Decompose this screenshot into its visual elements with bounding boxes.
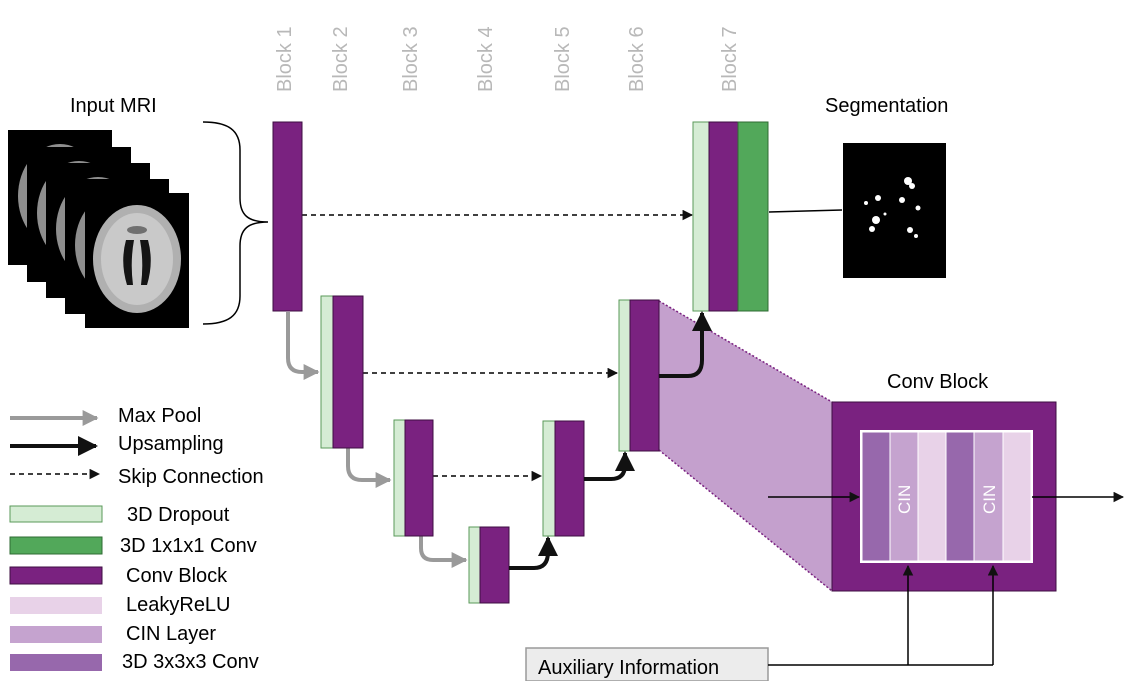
block-label-3: Block 3 <box>400 26 422 92</box>
conv-block <box>332 295 364 449</box>
legend-label: Upsampling <box>118 433 224 455</box>
dropout-layer <box>692 121 710 312</box>
conv1x1-layer <box>737 121 769 312</box>
conv-block-title: Conv Block <box>887 371 989 393</box>
conv-block <box>708 121 739 312</box>
legend-swatch-dropout <box>9 505 103 523</box>
legend-label: CIN Layer <box>126 623 216 645</box>
block-2 <box>320 295 364 449</box>
conv3x3-layer <box>945 431 975 562</box>
block-label-7: Block 7 <box>719 26 741 92</box>
segmentation-label: Segmentation <box>825 95 948 117</box>
legend-label: Skip Connection <box>118 466 264 488</box>
conv3x3-layer <box>861 431 891 562</box>
cin-label: CIN <box>980 485 999 514</box>
legend-label: LeakyReLU <box>126 594 231 616</box>
legend-swatch-conv3x3 <box>10 654 102 671</box>
block-3 <box>393 419 434 537</box>
legend-swatch-leaky-relu <box>10 597 102 614</box>
legend-label: 3D 3x3x3 Conv <box>122 651 259 673</box>
dropout-layer <box>393 419 406 537</box>
dropout-layer <box>618 299 631 452</box>
block-5 <box>542 420 585 537</box>
auxiliary-label: Auxiliary Information <box>538 657 719 679</box>
block-7 <box>692 121 769 312</box>
conv-block <box>629 299 660 452</box>
block-6 <box>618 299 660 452</box>
legend-label: 3D 1x1x1 Conv <box>120 535 257 557</box>
maxpool-arrows <box>286 312 468 568</box>
block-label-5: Block 5 <box>552 26 574 92</box>
cin-label: CIN <box>895 485 914 514</box>
legend-swatch-cin <box>10 626 102 643</box>
leaky-relu-layer <box>1002 431 1032 562</box>
conv-block-expansion <box>659 301 832 591</box>
legend-swatch-conv-block <box>9 566 103 585</box>
auxiliary-information: Auxiliary Information <box>525 647 769 681</box>
input-brace <box>202 121 269 325</box>
dropout-layer <box>542 420 556 537</box>
conv-block-detail: CIN CIN <box>831 401 1057 592</box>
conv-block <box>554 420 585 537</box>
dropout-layer <box>320 295 334 449</box>
block-labels: Block 1 Block 2 Block 3 Block 4 Block 5 … <box>274 26 741 92</box>
conv-block <box>404 419 434 537</box>
conv-block <box>479 526 510 604</box>
legend-swatch-conv1x1 <box>9 536 103 555</box>
legend-label: 3D Dropout <box>127 504 230 526</box>
cin-layer <box>973 431 1004 562</box>
dropout-layer <box>468 526 481 604</box>
leaky-relu-layer <box>917 431 947 562</box>
legend-label: Conv Block <box>126 565 228 587</box>
output-connector <box>768 209 843 213</box>
skip-connections <box>302 209 694 482</box>
legend: Max Pool Upsampling Skip Connection 3D D… <box>9 405 264 673</box>
block-1 <box>272 121 303 312</box>
segmentation-image <box>843 143 946 278</box>
block-label-6: Block 6 <box>626 26 648 92</box>
conv-block <box>272 121 303 312</box>
input-mri-label: Input MRI <box>70 95 157 117</box>
block-label-4: Block 4 <box>475 26 497 92</box>
mri-slice-front <box>85 193 189 328</box>
block-label-1: Block 1 <box>274 26 296 92</box>
cin-layer <box>889 431 919 562</box>
legend-label: Max Pool <box>118 405 201 427</box>
mri-stack <box>8 130 189 328</box>
block-4 <box>468 526 510 604</box>
upsampling-arrows <box>509 311 712 570</box>
block-label-2: Block 2 <box>330 26 352 92</box>
